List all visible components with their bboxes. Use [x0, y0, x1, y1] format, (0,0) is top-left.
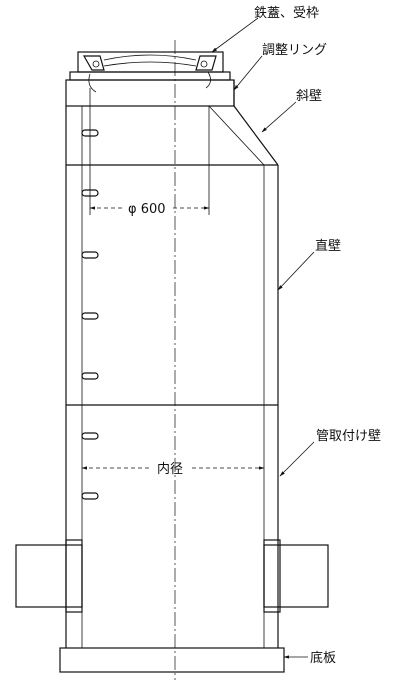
- cover-label: 鉄蓋、受枠: [254, 6, 319, 21]
- base-label: 底板: [310, 650, 336, 666]
- slope-wall-label: 斜壁: [296, 89, 322, 104]
- adjust-ring-leader: [233, 55, 263, 91]
- left-pipe: [15, 539, 83, 613]
- straight-wall: [65, 165, 279, 406]
- adjust-ring: [65, 79, 235, 107]
- straight-wall-label: 直壁: [315, 239, 341, 254]
- base-plate: [59, 647, 285, 673]
- opening-dimension: [89, 88, 210, 215]
- pipe-wall-leader: [279, 441, 315, 477]
- cover-frame: [69, 51, 231, 93]
- slope-wall-leader: [261, 101, 297, 133]
- right-pipe: [263, 539, 329, 613]
- straight-wall-leader: [277, 251, 315, 291]
- inner-diameter-label: 内径: [157, 461, 183, 477]
- pipe-wall-label: 管取付け壁: [316, 429, 381, 444]
- adjust-ring-label: 調整リング: [262, 43, 327, 58]
- cover-leader: [211, 17, 259, 53]
- opening-dimension-label: φ 600: [128, 202, 166, 217]
- slope-wall: [65, 80, 279, 166]
